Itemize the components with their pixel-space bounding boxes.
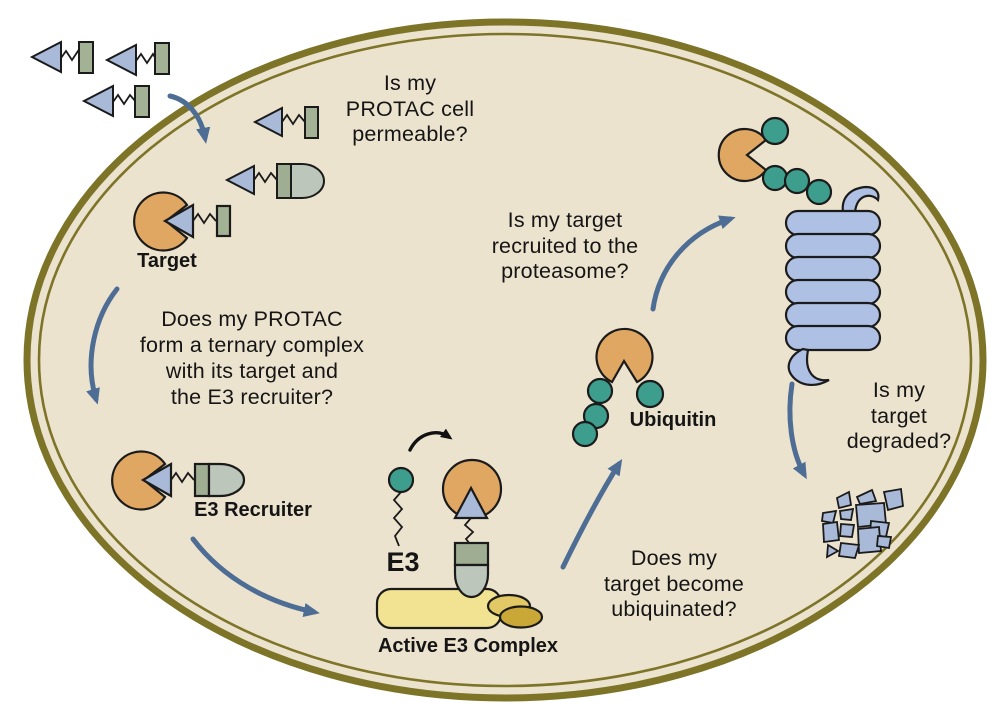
- arrow-to-proteasome: [650, 215, 736, 312]
- question-cell-permeable: Is my PROTAC cell permeable?: [345, 71, 475, 146]
- target-protein-pacman: [717, 127, 768, 183]
- cell-membrane-inner: [37, 32, 973, 688]
- linker-squiggle: [192, 212, 217, 225]
- proteasome-coil: [784, 185, 882, 386]
- protac-with-e3-binder: [224, 163, 325, 199]
- target-protein-complex: [133, 191, 232, 252]
- question-ternary-complex: Does my PROTAC form a ternary complex wi…: [139, 307, 365, 409]
- arrow-ubiquitin-transfer: [408, 428, 453, 452]
- label-active-e3-complex: Active E3 Complex: [377, 635, 559, 657]
- degraded-fragments: [821, 487, 904, 559]
- ubiquitin-monomer: [387, 466, 415, 494]
- target-at-proteasome: [717, 116, 833, 206]
- target-protein-pacman: [133, 191, 189, 252]
- target-protein-pacman: [595, 327, 654, 384]
- cell-cytoplasm: [24, 19, 986, 701]
- arrow-to-ubiquitination: [560, 458, 623, 570]
- question-ubiquitination: Does my target become ubiquinated?: [603, 546, 745, 621]
- e3-binder-band: [193, 462, 211, 498]
- linker-squiggle: [170, 471, 195, 484]
- protac-molecule: [29, 40, 94, 74]
- arrow-cell-entry: [167, 93, 211, 144]
- cell: [23, 18, 987, 702]
- question-proteasome-recruitment: Is my target recruited to the proteasome…: [491, 208, 639, 283]
- protac-molecules-extracellular: [29, 40, 170, 118]
- arrow-to-ternary-complex: [86, 286, 120, 405]
- arrow-to-active-e3: [190, 536, 320, 617]
- ubiquitin-monomer: [761, 164, 789, 192]
- e3-ligase-base: [375, 587, 503, 630]
- label-e3: E3: [386, 547, 420, 577]
- linker-rect: [215, 204, 232, 238]
- ubiquitinated-target: [571, 327, 665, 448]
- label-e3-recruiter: E3 Recruiter: [194, 499, 312, 521]
- linker-squiggle: [463, 517, 475, 545]
- ubiquitin-monomer: [571, 420, 599, 448]
- label-target: Target: [137, 250, 197, 272]
- e3-binder-dome: [207, 462, 246, 498]
- cell-membrane-outer: [23, 18, 987, 702]
- arrow-to-degradation: [787, 381, 807, 480]
- ubiquitin-monomer: [635, 379, 665, 409]
- e3-binder-dome: [453, 563, 490, 599]
- active-e3-complex: [375, 428, 544, 630]
- protac-molecule-intracellular: [252, 106, 319, 139]
- proteasome-bottom-curl: [787, 347, 830, 386]
- label-ubiquitin: Ubiquitin: [629, 409, 717, 431]
- e3-subunit-ellipse: [498, 605, 544, 629]
- protac-molecule: [81, 84, 150, 118]
- e3-binder-band: [453, 541, 490, 567]
- ubiquitin-monomer: [760, 116, 790, 146]
- ubiquitin-tail-squiggle: [392, 491, 404, 547]
- ubiquitin-monomer: [783, 167, 811, 195]
- ubiquitin-monomer: [586, 377, 614, 405]
- ternary-complex: [111, 450, 246, 511]
- protac-molecule: [104, 42, 170, 77]
- target-protein-pacman: [111, 450, 167, 511]
- ubiquitin-monomer: [805, 178, 833, 206]
- proteasome-top-curl: [841, 185, 880, 214]
- question-degradation: Is my target degraded?: [846, 378, 952, 453]
